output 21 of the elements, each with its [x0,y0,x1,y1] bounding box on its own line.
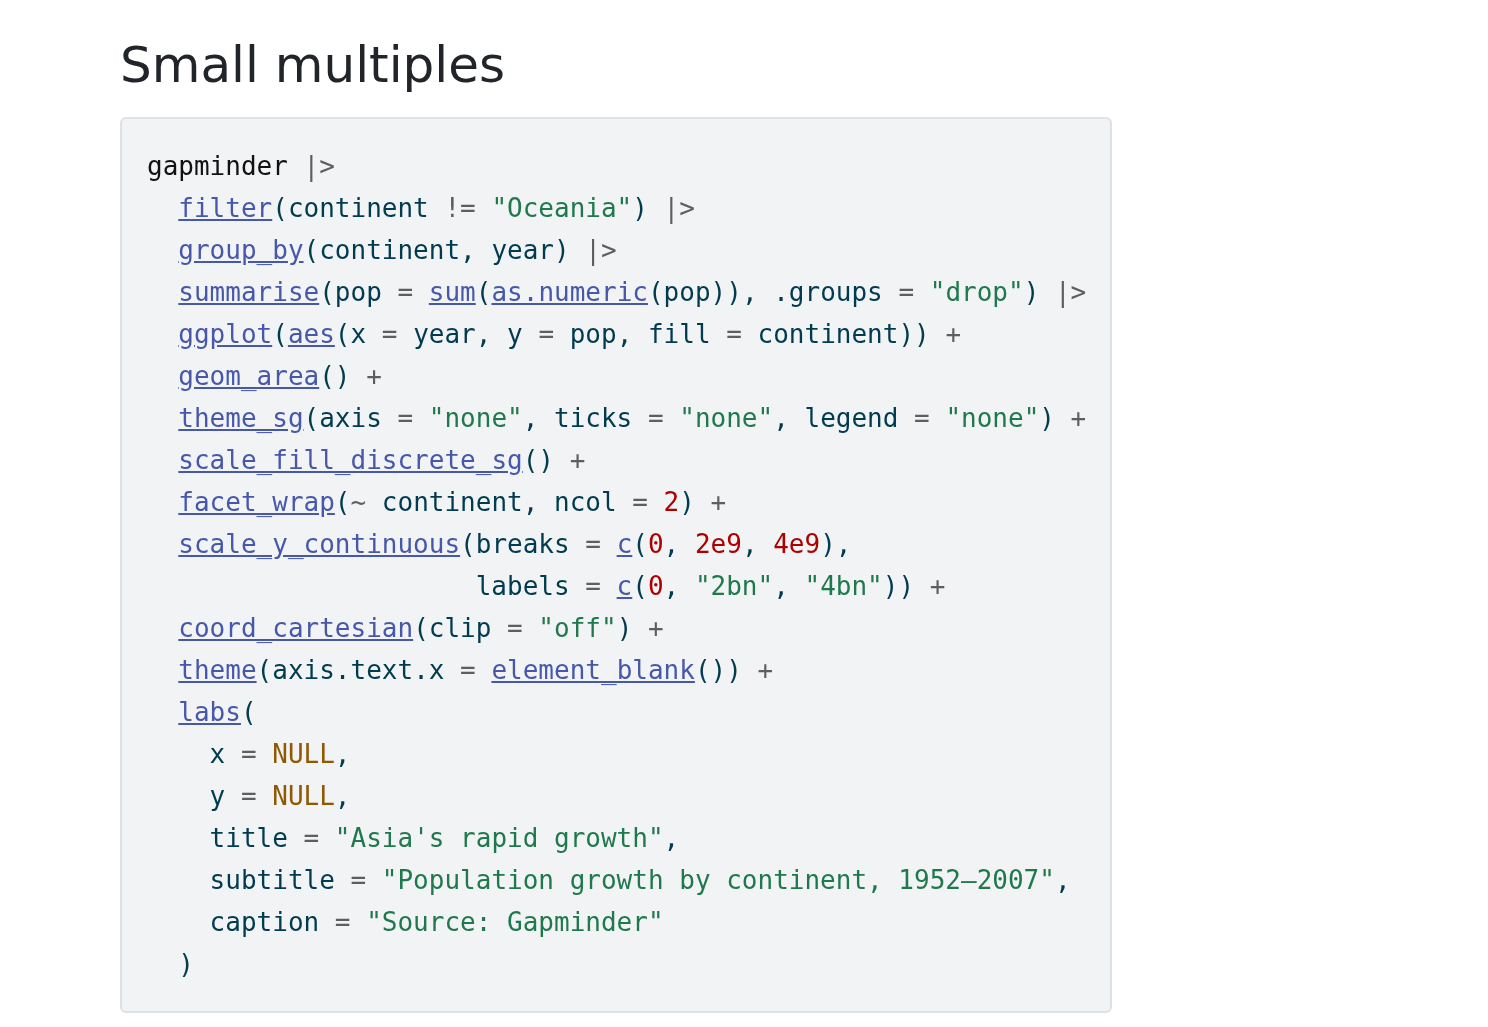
code-line: summarise(pop = sum(as.numeric(pop)), .groups = "drop") |> [177,276,1087,310]
code-line: x = NULL, [208,738,351,771]
code-line: ggplot(aes(x = year, y = pop, fill = continent)) + [177,318,962,351]
code-line: subtitle = "Population growth by continent, 1952–2007", [208,864,1071,897]
code-line: scale_fill_discrete_sg() + [177,444,586,477]
code-line: gapminder |> [147,150,335,184]
code-line: filter(continent != "Oceania") |> [177,192,695,226]
code-line: facet_wrap(~ continent, ncol = 2) + [177,486,727,519]
code-line: theme_sg(axis = "none", ticks = "none", legend = "none") + [177,402,1087,435]
code-line: caption = "Source: Gapminder" [208,906,664,939]
code-line: theme(axis.text.x = element_blank()) + [177,654,774,687]
code-line: group_by(continent, year) |> [177,234,617,268]
code-line: geom_area() + [177,360,382,393]
code-line: labels = c(0, "2bn", "4bn")) + [474,570,946,603]
code-line: labs( [177,696,257,729]
code-line: scale_y_continuous(breaks = c(0, 2e9, 4e9), [177,528,852,561]
code-line: y = NULL, [208,780,351,813]
code-line: ) [177,948,194,981]
code-line: coord_cartesian(clip = "off") + [177,612,664,645]
page-heading: Small multiples [120,36,505,94]
code-line: title = "Asia's rapid growth", [208,822,680,855]
